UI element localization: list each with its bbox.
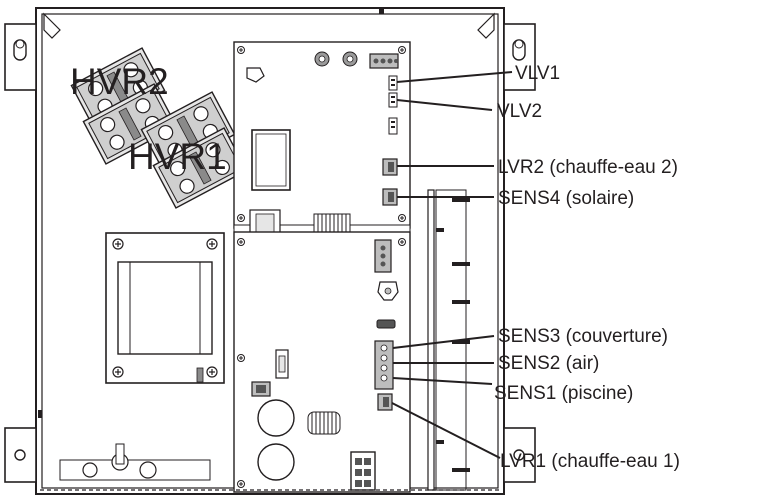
transformer	[105, 232, 225, 384]
label-hvr1: HVR1	[128, 136, 227, 177]
relay-labels: HVR2 HVR1	[70, 61, 227, 177]
mounting-tab-top-right	[503, 23, 536, 91]
upper-pcb	[233, 41, 411, 229]
callout-labels: VLV1 VLV2 LVR2 (chauffe-eau 2) SENS4 (so…	[494, 63, 680, 472]
mounting-tab-bottom-right	[503, 427, 536, 483]
lower-pcb	[233, 231, 411, 493]
label-sens4: SENS4 (solaire)	[498, 188, 634, 209]
label-sens1: SENS1 (piscine)	[494, 383, 633, 404]
bottom-hardware	[40, 443, 500, 491]
mounting-tab-top-left	[4, 23, 37, 91]
label-lvr2: LVR2 (chauffe-eau 2)	[498, 157, 678, 178]
label-vlv1: VLV1	[515, 63, 560, 84]
mounting-tab-bottom-left	[4, 427, 37, 483]
label-sens3: SENS3 (couverture)	[498, 326, 668, 347]
label-vlv2: VLV2	[497, 101, 542, 122]
label-sens2: SENS2 (air)	[498, 353, 599, 374]
callout-lines	[391, 71, 513, 459]
label-lvr1: LVR1 (chauffe-eau 1)	[500, 451, 680, 472]
label-hvr2: HVR2	[70, 61, 169, 102]
